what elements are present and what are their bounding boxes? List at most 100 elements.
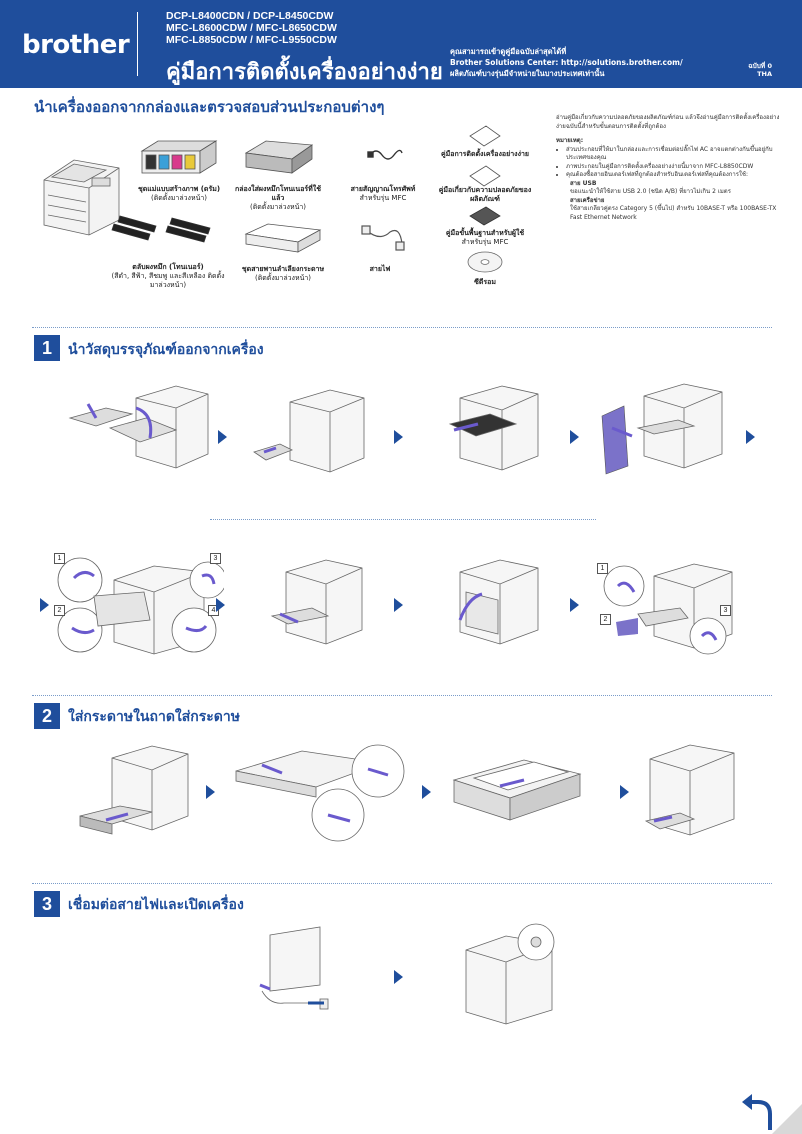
item-name: กล่องใส่ผงหมึกโทนเนอร์ที่ใช้แล้ว bbox=[235, 185, 321, 202]
step-number-badge: 3 bbox=[34, 891, 60, 917]
step1-illustration-4 bbox=[601, 383, 723, 475]
note-item: คุณต้องซื้อสายอินเตอร์เฟสที่ถูกต้องสำหรั… bbox=[566, 171, 781, 180]
model-line: MFC-L8850CDW / MFC-L9550CDW bbox=[166, 34, 337, 46]
step-arrow bbox=[40, 598, 49, 612]
step-arrow bbox=[746, 430, 755, 444]
network-text: ใช้สายเกลียวคู่ตรง Category 5 (ขึ้นไป) ส… bbox=[570, 205, 777, 221]
step-arrow bbox=[570, 430, 579, 444]
step-title: นำวัสดุบรรจุภัณฑ์ออกจากเครื่อง bbox=[68, 342, 264, 358]
step1-illustration-1 bbox=[68, 385, 209, 469]
step-arrow bbox=[218, 430, 227, 444]
basic-user-guide-illustration bbox=[469, 206, 501, 226]
step2-illustration-3 bbox=[452, 759, 582, 821]
step-number-badge: 2 bbox=[34, 703, 60, 729]
step-number-badge: 1 bbox=[34, 335, 60, 361]
item-name: คู่มือการติดตั้งเครื่องอย่างง่าย bbox=[440, 150, 530, 158]
step1-illustration-7 bbox=[458, 559, 539, 645]
notes-title: หมายเหตุ: bbox=[556, 137, 584, 144]
callout-number: 3 bbox=[210, 553, 221, 564]
power-cord-illustration bbox=[361, 225, 405, 251]
step-arrow bbox=[394, 970, 403, 984]
step1-illustration-2 bbox=[253, 389, 365, 473]
guide-title: คู่มือการติดตั้งเครื่องอย่างง่าย bbox=[166, 60, 443, 85]
info-line: คุณสามารถเข้าดูคู่มือฉบับล่าสุดได้ที่ bbox=[450, 47, 567, 56]
item-name: สายไฟ bbox=[369, 265, 391, 273]
step2-illustration-4 bbox=[644, 744, 735, 836]
item-name: ชุดสายพานลำเลียงกระดาษ bbox=[241, 265, 325, 273]
note-item: ภาพประกอบในคู่มือการติดตั้งเครื่องอย่างง… bbox=[566, 163, 781, 172]
item-safety-guide: คู่มือเกี่ยวกับความปลอดภัยของผลิตภัณฑ์ bbox=[430, 186, 540, 204]
callout-number: 2 bbox=[600, 614, 611, 625]
item-quick-setup-guide: คู่มือการติดตั้งเครื่องอย่างง่าย bbox=[430, 150, 540, 159]
model-list: DCP-L8400CDN / DCP-L8450CDW MFC-L8600CDW… bbox=[166, 10, 337, 46]
item-sub: สำหรับรุ่น MFC bbox=[461, 238, 509, 246]
item-drum: ชุดแม่แบบสร้างภาพ (ดรัม) (ติดตั้งมาล่วงห… bbox=[120, 185, 238, 203]
step1-illustration-6 bbox=[270, 559, 363, 645]
item-sub: (ติดตั้งมาล่วงหน้า) bbox=[254, 274, 312, 282]
note-item: ส่วนประกอบที่ให้มาในกล่องและการเชื่อมต่อ… bbox=[566, 146, 781, 163]
notes-panel: อ่านคู่มือเกี่ยวกับความปลอดภัยของผลิตภัณ… bbox=[556, 114, 781, 222]
notes-list: ส่วนประกอบที่ให้มาในกล่องและการเชื่อมต่อ… bbox=[556, 146, 781, 180]
step-arrow bbox=[206, 785, 215, 799]
item-sub: (ติดตั้งมาล่วงหน้า) bbox=[249, 203, 307, 211]
item-sub: (ติดตั้งมาล่วงหน้า) bbox=[150, 194, 208, 202]
usb-text: ขอแนะนำให้ใช้สาย USB 2.0 (ชนิด A/B) ที่ย… bbox=[570, 188, 731, 195]
network-title: สายเครือข่าย bbox=[570, 196, 605, 204]
quick-setup-guide-illustration bbox=[469, 125, 501, 147]
item-basic-user-guide: คู่มือขั้นพื้นฐานสำหรับผู้ใช้ สำหรับรุ่น… bbox=[430, 229, 540, 247]
step-title: ใส่กระดาษในถาดใส่กระดาษ bbox=[68, 709, 240, 725]
step3-illustration-2 bbox=[465, 923, 555, 1025]
item-name: ชุดแม่แบบสร้างภาพ (ดรัม) bbox=[137, 185, 221, 193]
step1-illustration-3 bbox=[448, 385, 539, 471]
item-name: ซีดีรอม bbox=[474, 278, 496, 286]
notes-intro: อ่านคู่มือเกี่ยวกับความปลอดภัยของผลิตภัณ… bbox=[556, 114, 780, 130]
step3-illustration-1 bbox=[259, 926, 329, 1010]
language-code: THA bbox=[757, 70, 772, 78]
belt-unit-illustration bbox=[244, 223, 322, 253]
step-arrow bbox=[394, 598, 403, 612]
step1-illustration-8 bbox=[603, 563, 733, 655]
toner-cartridges-illustration bbox=[111, 215, 211, 243]
section-divider bbox=[32, 327, 772, 328]
step2-illustration-2 bbox=[235, 744, 405, 842]
info-line: ผลิตภัณฑ์บางรุ่นมีจำหน่ายในบางประเทศเท่า… bbox=[450, 69, 605, 78]
header-info: คุณสามารถเข้าดูคู่มือฉบับล่าสุดได้ที่ Br… bbox=[450, 46, 683, 79]
brother-logo: brother bbox=[22, 30, 130, 60]
model-line: MFC-L8600CDW / MFC-L8650CDW bbox=[166, 22, 337, 34]
drum-unit-illustration bbox=[140, 140, 218, 174]
item-waste-toner: กล่องใส่ผงหมึกโทนเนอร์ที่ใช้แล้ว (ติดตั้… bbox=[230, 185, 326, 212]
header-banner: brother DCP-L8400CDN / DCP-L8450CDW MFC-… bbox=[0, 0, 802, 88]
safety-guide-illustration bbox=[469, 165, 501, 187]
item-phone-cord: สายสัญญาณโทรศัพท์ สำหรับรุ่น MFC bbox=[338, 185, 428, 203]
version-label: ฉบับที่ 0 THA bbox=[748, 62, 772, 78]
usb-title: สาย USB bbox=[570, 179, 597, 187]
callout-number: 1 bbox=[54, 553, 65, 564]
step1-illustration-5 bbox=[57, 557, 224, 655]
step-arrow bbox=[620, 785, 629, 799]
step2-illustration-1 bbox=[79, 745, 189, 835]
step-arrow bbox=[394, 430, 403, 444]
usb-note: สาย USB ขอแนะนำให้ใช้สาย USB 2.0 (ชนิด A… bbox=[556, 180, 781, 223]
item-belt-unit: ชุดสายพานลำเลียงกระดาษ (ติดตั้งมาล่วงหน้… bbox=[236, 265, 330, 283]
item-sub: สำหรับรุ่น MFC bbox=[359, 194, 407, 202]
item-name: คู่มือขั้นพื้นฐานสำหรับผู้ใช้ bbox=[445, 229, 525, 237]
sub-divider bbox=[210, 519, 596, 520]
callout-number: 3 bbox=[720, 605, 731, 616]
step-arrow bbox=[570, 598, 579, 612]
model-line: DCP-L8400CDN / DCP-L8450CDW bbox=[166, 10, 334, 22]
cd-rom-illustration bbox=[467, 251, 503, 273]
item-toner: ตลับผงหมึก (โทนเนอร์) (สีดำ, สีฟ้า, สีชม… bbox=[108, 263, 228, 290]
item-cd-rom: ซีดีรอม bbox=[450, 278, 520, 287]
item-power-cord: สายไฟ bbox=[350, 265, 410, 274]
section-divider bbox=[32, 695, 772, 696]
telephone-cord-illustration bbox=[367, 149, 403, 160]
printer-illustration bbox=[43, 159, 120, 236]
callout-number: 1 bbox=[597, 563, 608, 574]
item-sub: (สีดำ, สีฟ้า, สีชมพู และสีเหลือง ติดตั้ง… bbox=[111, 272, 225, 289]
back-arrow-icon[interactable] bbox=[738, 1090, 802, 1134]
version-number: ฉบับที่ 0 bbox=[748, 62, 772, 70]
callout-number: 2 bbox=[54, 605, 65, 616]
step-arrow bbox=[422, 785, 431, 799]
info-url[interactable]: Brother Solutions Center: http://solutio… bbox=[450, 58, 683, 67]
step-title: เชื่อมต่อสายไฟและเปิดเครื่อง bbox=[68, 897, 244, 913]
